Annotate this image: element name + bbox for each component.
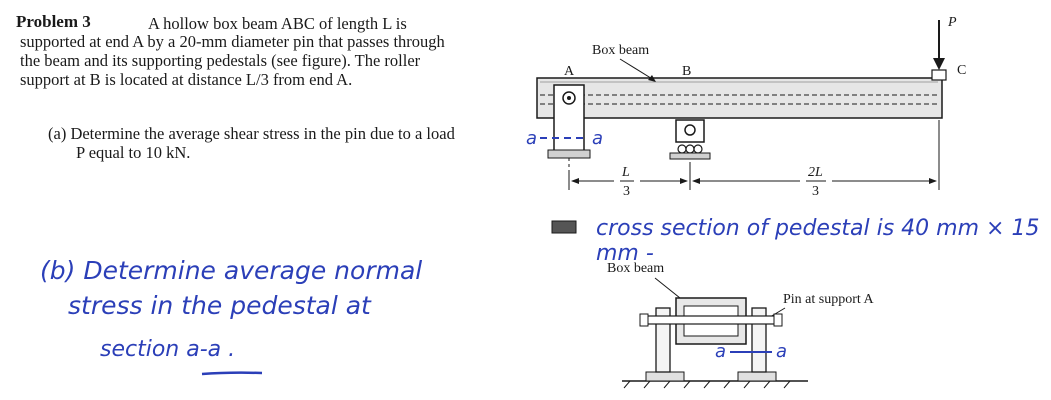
problem-text-line: A hollow box beam ABC of length L is [148,14,407,33]
part-a-text: P equal to 10 kN. [76,143,191,162]
problem-title: Problem 3 [16,12,91,31]
box-beam-label: Box beam [592,43,649,58]
dim-left-denominator: 3 [623,184,630,199]
dim-left-numerator: L [621,165,630,180]
label-a: A [564,64,575,79]
handwritten-cross-section-note: cross section of pedestal is 40 mm × 15 … [596,216,1040,266]
handwritten-underline [201,371,263,376]
pin-label: Pin at support A [783,292,875,307]
dimension-lines [568,120,940,190]
section-mark-a-right: a [592,128,603,149]
load-arrow-p [933,20,945,70]
bottom-figure: Box beam Pin at support A a a [607,261,875,389]
problem-text-line: supported at end A by a 20-mm diameter p… [20,32,445,51]
section-mark-bottom-right: a [776,341,787,362]
label-b: B [682,64,691,79]
box-beam-label-bottom: Box beam [607,261,664,276]
handwritten-part-b: section a-a . [100,337,236,362]
label-c: C [957,63,966,78]
top-figure: Box beam A a a B C P [526,15,966,234]
label-p: P [947,15,957,30]
section-mark-a-left: a [526,128,537,149]
section-mark-bottom-left: a [715,341,726,362]
handwritten-part-b: (b) Determine average normal [40,256,423,285]
problem-text-line: the beam and its supporting pedestals (s… [20,51,421,70]
part-a-text: (a) Determine the average shear stress i… [48,124,455,143]
pin [645,315,777,325]
roller-support-b [669,119,711,160]
pedestal-cross-section-swatch [551,220,577,234]
end-cap-c [931,69,947,81]
dim-right-denominator: 3 [812,184,819,199]
problem-text-line: support at B is located at distance L/3 … [20,70,353,89]
dim-right-numerator: 2L [808,165,823,180]
box-beam [536,77,943,119]
handwritten-part-b: stress in the pedestal at [68,291,371,320]
